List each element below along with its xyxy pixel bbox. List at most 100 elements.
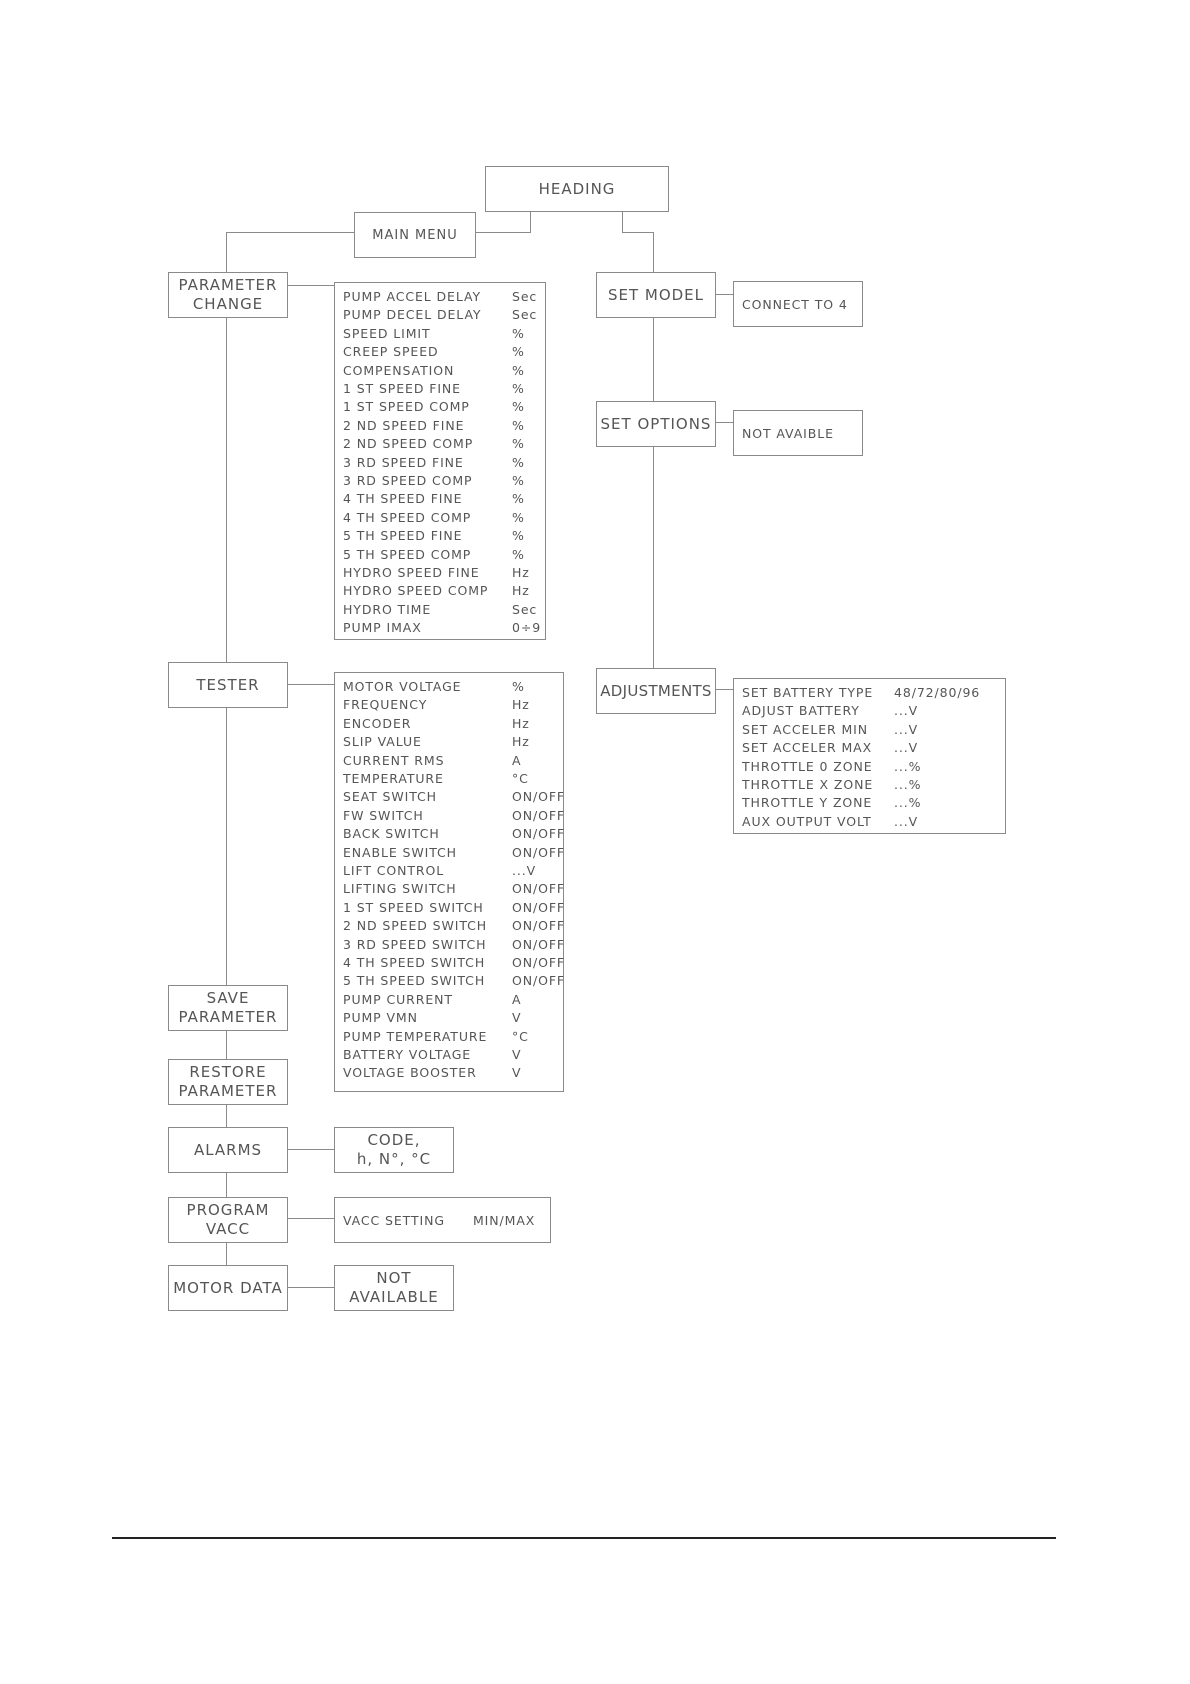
set-model-detail-box: CONNECT TO 4 bbox=[733, 281, 863, 327]
menu-label: PARAMETER bbox=[178, 1008, 278, 1026]
motor-data-detail-line: AVAILABLE bbox=[349, 1288, 439, 1306]
list-item-unit: ON/OFF bbox=[512, 881, 566, 897]
menu-label: PROGRAM bbox=[186, 1201, 270, 1219]
list-item-unit: °C bbox=[512, 1028, 529, 1044]
list-item: HYDRO SPEED COMP Hz bbox=[343, 583, 529, 599]
main-menu-label: MAIN MENU bbox=[372, 227, 458, 243]
motor-data-box: MOTOR DATA bbox=[168, 1265, 288, 1311]
list-item-label: 2 ND SPEED SWITCH bbox=[343, 918, 488, 934]
list-item: THROTTLE X ZONE...% bbox=[742, 777, 920, 792]
list-item-label: 4 TH SPEED SWITCH bbox=[343, 955, 486, 970]
motor-data-detail-box: NOT AVAILABLE bbox=[334, 1265, 454, 1311]
menu-label: VACC bbox=[205, 1220, 251, 1238]
menu-label: RESTORE bbox=[189, 1063, 267, 1081]
connector-line bbox=[288, 1149, 334, 1151]
connector-line bbox=[288, 684, 334, 686]
list-item-unit: % bbox=[512, 454, 525, 470]
list-item-unit: ...% bbox=[894, 758, 922, 774]
list-item-label: SLIP VALUE bbox=[343, 734, 422, 750]
list-item: 5 TH SPEED FINE% bbox=[343, 528, 524, 544]
list-item-label: ENABLE SWITCH bbox=[343, 844, 457, 860]
list-item-label: BATTERY VOLTAGE bbox=[343, 1047, 472, 1062]
save-parameter-box: SAVE PARAMETER bbox=[168, 985, 288, 1031]
list-item-unit: % bbox=[512, 381, 525, 396]
vacc-setting-box: VACC SETTING MIN/MAX bbox=[334, 1197, 551, 1243]
list-item-label: SET ACCELER MIN bbox=[742, 721, 868, 737]
list-item-label: FREQUENCY bbox=[343, 697, 428, 713]
menu-label: SAVE bbox=[206, 989, 250, 1007]
list-item-label: ENCODER bbox=[343, 715, 412, 731]
list-item: SET ACCELER MAX...V bbox=[742, 740, 917, 755]
list-item: AUX OUTPUT VOLT...V bbox=[742, 813, 917, 829]
list-item: 4 TH SPEED FINE% bbox=[343, 491, 524, 506]
list-item-unit: % bbox=[512, 399, 525, 415]
list-item: FW SWITCH ON/OFF bbox=[343, 807, 564, 823]
list-item-unit: % bbox=[512, 491, 525, 507]
list-item-unit: ...% bbox=[894, 777, 922, 792]
list-item-label: FW SWITCH bbox=[343, 807, 424, 823]
list-item: LIFT CONTROL...V bbox=[343, 863, 535, 878]
list-item-unit: Hz bbox=[512, 565, 530, 580]
list-item-unit: Hz bbox=[512, 583, 530, 599]
list-item-unit: ON/OFF bbox=[512, 936, 566, 952]
menu-label: ALARMS bbox=[193, 1140, 263, 1159]
list-item-unit: 0÷9 bbox=[512, 620, 542, 636]
list-item: COMPENSATION% bbox=[343, 362, 524, 378]
list-item-label: PUMP ACCEL DELAY bbox=[343, 289, 481, 304]
list-item-unit: Hz bbox=[512, 697, 530, 713]
menu-label: PARAMETER bbox=[178, 1082, 278, 1100]
list-item-label: THROTTLE X ZONE bbox=[742, 777, 874, 792]
list-item-label: 3 RD SPEED SWITCH bbox=[343, 936, 487, 952]
menu-label: PARAMETER bbox=[178, 276, 278, 294]
list-item-label: COMPENSATION bbox=[343, 362, 455, 378]
list-item: 3 RD SPEED COMP% bbox=[343, 473, 524, 488]
list-item: SPEED LIMIT% bbox=[343, 326, 524, 341]
set-model-detail: CONNECT TO 4 bbox=[742, 296, 848, 312]
list-item-unit: ON/OFF bbox=[512, 807, 566, 823]
list-item-unit: ...V bbox=[894, 703, 919, 719]
list-item: ADJUST BATTERY...V bbox=[742, 703, 917, 718]
vacc-setting-unit: MIN/MAX bbox=[473, 1212, 536, 1228]
connector-line bbox=[226, 232, 228, 1280]
list-item-unit: % bbox=[512, 679, 525, 694]
list-item-label: HYDRO SPEED FINE bbox=[343, 565, 480, 580]
list-item: MOTOR VOLTAGE% bbox=[343, 679, 524, 694]
list-item: THROTTLE Y ZONE...% bbox=[742, 795, 920, 810]
connector-line bbox=[653, 232, 655, 672]
set-options-detail-box: NOT AVAIBLE bbox=[733, 410, 863, 456]
list-item: 1 ST SPEED FINE% bbox=[343, 381, 524, 396]
list-item-unit: ...V bbox=[894, 721, 919, 737]
list-item-label: AUX OUTPUT VOLT bbox=[742, 813, 872, 829]
list-item-unit: ON/OFF bbox=[512, 899, 566, 915]
list-item-unit: ...V bbox=[894, 740, 919, 756]
list-item-unit: % bbox=[512, 473, 525, 488]
list-item-label: SET BATTERY TYPE bbox=[742, 685, 874, 700]
list-item-unit: ON/OFF bbox=[512, 955, 566, 970]
list-item: 3 RD SPEED SWITCH ON/OFF bbox=[343, 936, 564, 952]
list-item: 3 RD SPEED FINE% bbox=[343, 455, 524, 470]
list-item: 2 ND SPEED FINE% bbox=[343, 418, 524, 433]
list-item: 4 TH SPEED SWITCH ON/OFF bbox=[343, 955, 564, 970]
list-item-label: HYDRO SPEED COMP bbox=[343, 583, 489, 599]
list-item-unit: A bbox=[512, 991, 522, 1007]
list-item-label: 5 TH SPEED FINE bbox=[343, 528, 463, 544]
list-item-unit: V bbox=[512, 1010, 522, 1026]
heading-box: HEADING bbox=[485, 166, 669, 212]
list-item-unit: Sec bbox=[512, 601, 538, 617]
list-item: FREQUENCY Hz bbox=[343, 697, 529, 713]
connector-line bbox=[288, 1287, 334, 1289]
list-item-unit: % bbox=[512, 417, 525, 433]
connector-line bbox=[622, 232, 654, 234]
